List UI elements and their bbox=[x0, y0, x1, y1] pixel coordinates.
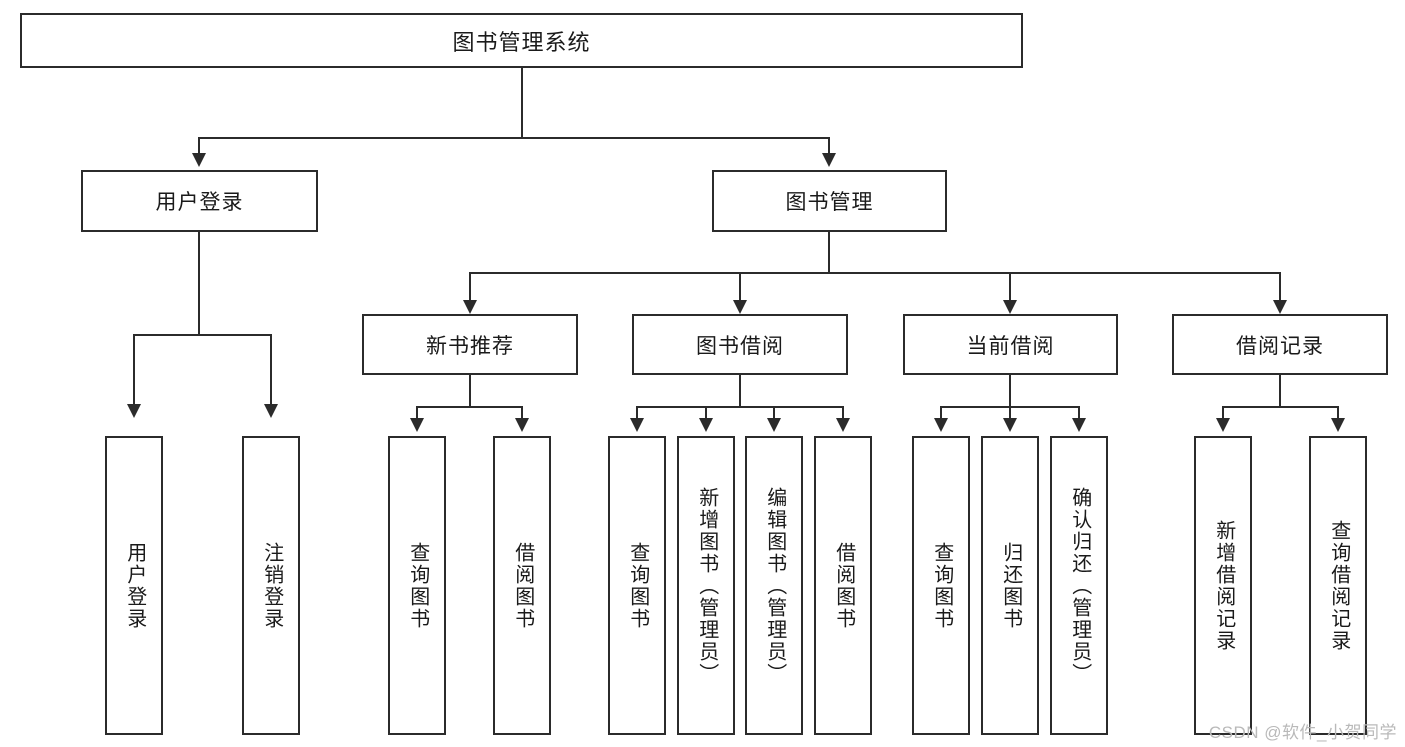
node-label: 确认归还（管理员） bbox=[1068, 486, 1091, 685]
node-label: 查询图书 bbox=[626, 541, 649, 630]
leaf-new-book-borrow-book[interactable]: 借阅图书 bbox=[493, 436, 551, 735]
node-label: 图书借阅 bbox=[696, 334, 784, 358]
connector-user-login-bus bbox=[133, 334, 271, 336]
arrow-nb-to-leaf-1 bbox=[515, 418, 529, 432]
arrow-bm-to-book-borrow bbox=[733, 300, 747, 314]
leaf-borrow-record-add-record[interactable]: 新增借阅记录 bbox=[1194, 436, 1252, 735]
node-label: 用户登录 bbox=[123, 541, 146, 630]
node-book-management[interactable]: 图书管理 bbox=[712, 170, 947, 232]
connector-current-borrow-stem bbox=[1009, 375, 1011, 407]
connector-bb-to-leaf-1 bbox=[705, 406, 707, 420]
arrow-bb-to-leaf-3 bbox=[836, 418, 850, 432]
leaf-new-book-query-book[interactable]: 查询图书 bbox=[388, 436, 446, 735]
node-label: 借阅记录 bbox=[1236, 334, 1324, 358]
node-label: 新书推荐 bbox=[426, 334, 514, 358]
leaf-book-borrow-edit-book-admin[interactable]: 编辑图书（管理员） bbox=[745, 436, 803, 735]
arrow-br-to-leaf-1 bbox=[1331, 418, 1345, 432]
node-label: 当前借阅 bbox=[966, 334, 1055, 358]
connector-cb-to-leaf-2 bbox=[1078, 406, 1080, 420]
connector-cb-to-leaf-1 bbox=[1009, 406, 1011, 420]
arrow-bb-to-leaf-1 bbox=[699, 418, 713, 432]
node-label: 借阅图书 bbox=[511, 541, 534, 630]
arrow-user-login-to-leaf-1 bbox=[264, 404, 278, 418]
csdn-watermark: CSDN @软件_小贺同学 bbox=[1208, 723, 1397, 742]
node-user-login[interactable]: 用户登录 bbox=[81, 170, 318, 232]
arrow-nb-to-leaf-0 bbox=[410, 418, 424, 432]
connector-br-to-leaf-1 bbox=[1337, 406, 1339, 420]
arrow-root-to-user-login bbox=[192, 153, 206, 167]
connector-nb-to-leaf-0 bbox=[416, 406, 418, 420]
arrow-cb-to-leaf-2 bbox=[1072, 418, 1086, 432]
connector-bb-to-leaf-0 bbox=[636, 406, 638, 420]
connector-new-book-stem bbox=[469, 375, 471, 407]
node-label: 图书管理 bbox=[785, 191, 874, 214]
connector-book-borrow-bus bbox=[636, 406, 844, 408]
arrow-cb-to-leaf-1 bbox=[1003, 418, 1017, 432]
connector-bm-to-new-book bbox=[469, 272, 471, 302]
connector-book-management-bus bbox=[469, 272, 1281, 274]
connector-new-book-bus bbox=[416, 406, 522, 408]
connector-user-login-stem bbox=[198, 232, 200, 335]
connector-bm-to-book-borrow bbox=[739, 272, 741, 302]
connector-br-to-leaf-0 bbox=[1222, 406, 1224, 420]
node-root-book-management-system[interactable]: 图书管理系统 bbox=[20, 13, 1023, 68]
connector-bm-to-borrow-record bbox=[1279, 272, 1281, 302]
node-label: 新增图书（管理员） bbox=[695, 486, 718, 685]
node-book-borrow[interactable]: 图书借阅 bbox=[632, 314, 848, 375]
leaf-book-borrow-borrow-book[interactable]: 借阅图书 bbox=[814, 436, 872, 735]
connector-root-bus bbox=[198, 137, 830, 139]
node-label: 查询借阅记录 bbox=[1327, 519, 1350, 652]
node-label: 借阅图书 bbox=[832, 541, 855, 630]
arrow-bm-to-borrow-record bbox=[1273, 300, 1287, 314]
node-label: 查询图书 bbox=[406, 541, 429, 630]
connector-root-to-book-management bbox=[828, 137, 830, 157]
connector-root-to-user-login bbox=[198, 137, 200, 157]
node-label: 用户登录 bbox=[155, 191, 244, 214]
arrow-br-to-leaf-0 bbox=[1216, 418, 1230, 432]
connector-user-login-to-leaf-1 bbox=[270, 334, 272, 406]
arrow-bb-to-leaf-2 bbox=[767, 418, 781, 432]
leaf-user-login[interactable]: 用户登录 bbox=[105, 436, 163, 735]
arrow-root-to-book-management bbox=[822, 153, 836, 167]
leaf-logout-login[interactable]: 注销登录 bbox=[242, 436, 300, 735]
node-label: 编辑图书（管理员） bbox=[763, 486, 786, 685]
node-label: 新增借阅记录 bbox=[1212, 519, 1235, 652]
node-label: 图书管理系统 bbox=[452, 29, 591, 55]
connector-cb-to-leaf-0 bbox=[940, 406, 942, 420]
connector-bb-to-leaf-3 bbox=[842, 406, 844, 420]
node-current-borrow[interactable]: 当前借阅 bbox=[903, 314, 1118, 375]
leaf-book-borrow-query-book[interactable]: 查询图书 bbox=[608, 436, 666, 735]
connector-borrow-record-bus bbox=[1222, 406, 1338, 408]
arrow-bm-to-new-book bbox=[463, 300, 477, 314]
connector-book-borrow-stem bbox=[739, 375, 741, 407]
leaf-borrow-record-query-record[interactable]: 查询借阅记录 bbox=[1309, 436, 1367, 735]
node-label: 归还图书 bbox=[999, 541, 1022, 630]
leaf-current-borrow-return-book[interactable]: 归还图书 bbox=[981, 436, 1039, 735]
connector-root-stem bbox=[521, 68, 523, 138]
arrow-bb-to-leaf-0 bbox=[630, 418, 644, 432]
arrow-cb-to-leaf-0 bbox=[934, 418, 948, 432]
arrow-user-login-to-leaf-0 bbox=[127, 404, 141, 418]
arrow-bm-to-current-borrow bbox=[1003, 300, 1017, 314]
connector-bm-to-current-borrow bbox=[1009, 272, 1011, 302]
leaf-book-borrow-add-book-admin[interactable]: 新增图书（管理员） bbox=[677, 436, 735, 735]
node-borrow-record[interactable]: 借阅记录 bbox=[1172, 314, 1388, 375]
node-label: 注销登录 bbox=[260, 541, 283, 630]
connector-book-management-stem bbox=[828, 232, 830, 273]
connector-nb-to-leaf-1 bbox=[521, 406, 523, 420]
connector-user-login-to-leaf-0 bbox=[133, 334, 135, 406]
connector-bb-to-leaf-2 bbox=[773, 406, 775, 420]
leaf-current-borrow-query-book[interactable]: 查询图书 bbox=[912, 436, 970, 735]
connector-borrow-record-stem bbox=[1279, 375, 1281, 407]
leaf-current-borrow-confirm-return-admin[interactable]: 确认归还（管理员） bbox=[1050, 436, 1108, 735]
node-new-book-recommend[interactable]: 新书推荐 bbox=[362, 314, 578, 375]
node-label: 查询图书 bbox=[930, 541, 953, 630]
